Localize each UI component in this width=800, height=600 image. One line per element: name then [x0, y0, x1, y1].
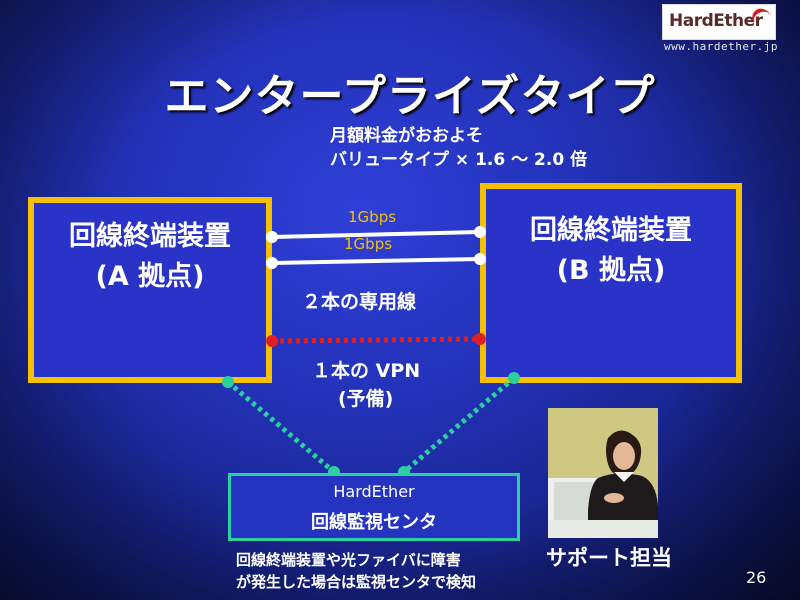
- monitor-note-line1: 回線終端装置や光ファイバに障害: [236, 551, 461, 569]
- site-a-line1: 回線終端装置: [69, 221, 231, 252]
- line2-endpoint-b: [474, 253, 486, 265]
- site-a-box: 回線終端装置 (A 拠点): [28, 197, 272, 383]
- dedicated-lines-label: ２本の専用線: [302, 291, 417, 313]
- support-label: サポート担当: [546, 546, 672, 570]
- link1-label: 1Gbps: [348, 208, 397, 226]
- monitor-link-a: [226, 380, 336, 474]
- site-b-line2: (B 拠点): [556, 255, 666, 286]
- support-staff-illustration: [548, 408, 658, 538]
- support-staff-photo: [548, 408, 658, 538]
- monitor-link-b-top: [508, 372, 520, 384]
- line1-endpoint-b: [474, 226, 486, 238]
- site-b-line1: 回線終端装置: [530, 215, 692, 246]
- vpn-label: １本の VPN: [312, 360, 421, 382]
- monitor-line1: HardEther: [333, 482, 415, 501]
- line2-endpoint-a: [266, 257, 278, 269]
- monitor-link-a-top: [222, 376, 234, 388]
- price-note: 月額料金がおおよそ バリュータイプ × 1.6 ～ 2.0 倍: [330, 124, 587, 172]
- logo-url: www.hardether.jp: [664, 40, 778, 53]
- site-a-line2: (A 拠点): [95, 261, 205, 292]
- page-number: 26: [746, 568, 767, 587]
- monitor-note-line2: が発生した場合は監視センタで検知: [236, 573, 477, 591]
- dedicated-line-2: [271, 257, 481, 265]
- site-a-label: 回線終端装置 (A 拠点): [34, 217, 266, 297]
- logo-text: HardEther: [669, 11, 763, 31]
- vpn-line: [271, 336, 481, 344]
- dedicated-line-1: [271, 230, 481, 239]
- site-b-label: 回線終端装置 (B 拠点): [486, 211, 736, 291]
- site-b-box: 回線終端装置 (B 拠点): [480, 183, 742, 383]
- vpn-endpoint-b: [474, 333, 486, 345]
- monitor-note: 回線終端装置や光ファイバに障害 が発生した場合は監視センタで検知: [236, 549, 476, 593]
- price-note-line2: バリュータイプ × 1.6 ～ 2.0 倍: [330, 150, 588, 170]
- link2-label: 1Gbps: [344, 235, 393, 253]
- vpn-backup-label: (予備): [338, 388, 394, 410]
- monitor-line2: 回線監視センタ: [311, 512, 437, 533]
- vpn-endpoint-a: [266, 335, 278, 347]
- hardether-logo: HardEther: [662, 4, 779, 40]
- line1-endpoint-a: [266, 231, 278, 243]
- monitor-link-b: [402, 376, 516, 474]
- price-note-line1: 月額料金がおおよそ: [330, 126, 483, 146]
- slide-title: エンタープライズタイプ: [164, 71, 656, 122]
- monitoring-center-box: HardEther 回線監視センタ: [228, 473, 520, 541]
